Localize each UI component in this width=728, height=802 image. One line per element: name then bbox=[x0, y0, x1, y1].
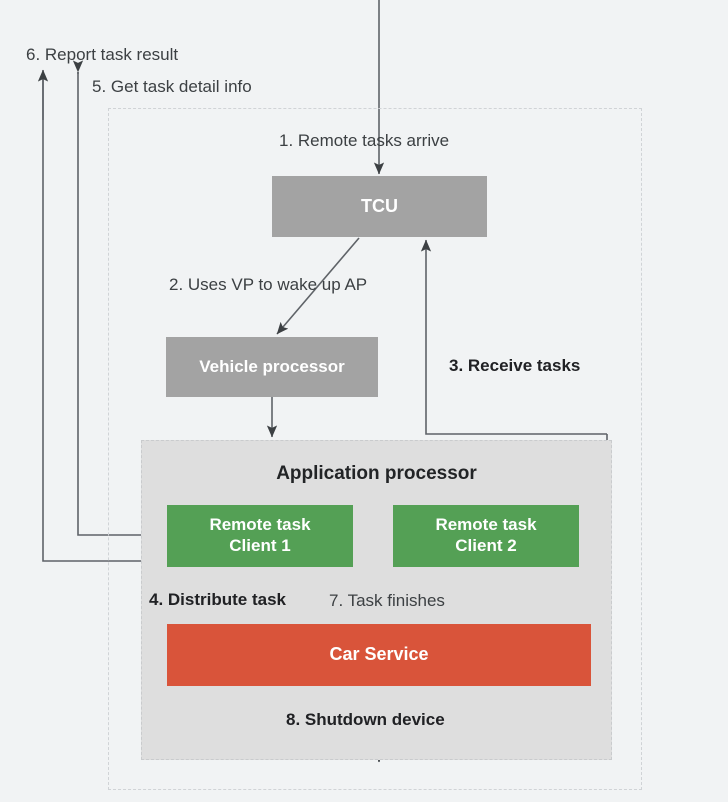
application-processor-title: Application processor bbox=[276, 463, 477, 484]
label-step5-get-task-detail-info: 5. Get task detail info bbox=[92, 77, 252, 96]
label-step1-remote-tasks-arrive: 1. Remote tasks arrive bbox=[279, 131, 450, 150]
node-car-service[interactable]: Car Service bbox=[167, 624, 591, 686]
label-step3-receive-tasks: 3. Receive tasks bbox=[449, 356, 581, 375]
label-step8-shutdown-device: 8. Shutdown device bbox=[286, 710, 445, 729]
label-step7-task-finishes: 7. Task finishes bbox=[329, 591, 445, 610]
node-remote-task-client-2[interactable]: Remote task Client 2 bbox=[393, 505, 579, 567]
application-processor-panel: Application processor bbox=[141, 440, 612, 760]
node-vehicle-processor[interactable]: Vehicle processor bbox=[166, 337, 378, 397]
label-step6-report-task-result: 6. Report task result bbox=[26, 45, 179, 64]
outer-system-boundary bbox=[108, 108, 642, 790]
node-remote-task-client-1[interactable]: Remote task Client 1 bbox=[167, 505, 353, 567]
node-tcu[interactable]: TCU bbox=[272, 176, 487, 237]
label-step4-distribute-task: 4. Distribute task bbox=[149, 590, 286, 609]
label-step2-uses-vp-to-wake-up-ap: 2. Uses VP to wake up AP bbox=[169, 275, 368, 294]
